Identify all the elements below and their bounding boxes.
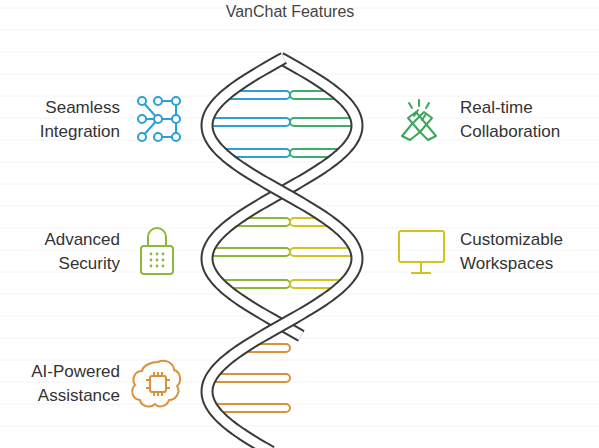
feature-label: Seamless Integration <box>0 96 120 144</box>
base-pair-rung <box>290 248 356 256</box>
base-pair-rung <box>207 118 290 126</box>
background-grid <box>0 8 599 426</box>
grid-line <box>0 382 599 383</box>
dna-helix <box>207 58 357 448</box>
base-pair-rung <box>290 118 357 126</box>
network-icon <box>138 97 180 141</box>
base-pair-rung <box>213 404 290 412</box>
strand-outline <box>207 58 357 448</box>
base-pair-rung <box>208 248 290 256</box>
grid-line <box>0 294 599 295</box>
feature-label: Customizable Workspaces <box>460 228 595 276</box>
feature-label: AI-Powered Assistance <box>0 360 120 408</box>
lock-icon <box>141 228 173 274</box>
base-pair-rung <box>211 374 290 382</box>
strand-fill <box>207 58 357 448</box>
grid-line <box>0 162 599 163</box>
monitor-icon <box>399 231 444 273</box>
grid-line <box>0 52 599 53</box>
feature-label: Real-time Collaboration <box>460 96 595 144</box>
diagram-title: VanChat Features <box>150 2 430 22</box>
feature-label: Advanced Security <box>0 228 120 276</box>
grid-line <box>0 228 599 229</box>
ai-chip-icon <box>132 361 180 407</box>
grid-line <box>0 360 599 361</box>
handshake-icon <box>402 100 436 140</box>
grid-line <box>0 426 599 427</box>
grid-line <box>0 30 599 31</box>
